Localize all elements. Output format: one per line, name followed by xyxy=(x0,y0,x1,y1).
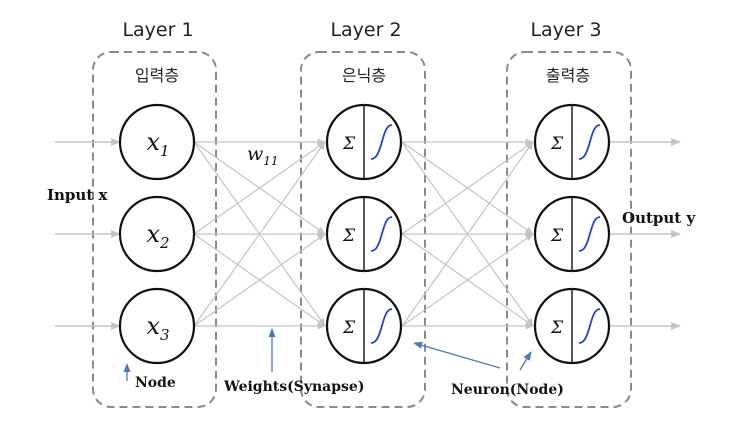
sigmoid-curve-icon xyxy=(578,124,601,160)
layer-1-title: Layer 1 xyxy=(122,19,193,41)
input-node-3: x3 xyxy=(118,287,196,365)
layer-1-subtitle: 입력층 xyxy=(135,66,179,85)
sum-symbol: Σ xyxy=(550,134,564,154)
connections-layer2-layer3 xyxy=(401,138,534,330)
layer-2-box xyxy=(300,51,426,408)
input-node-circle xyxy=(118,287,196,365)
input-node-var: x xyxy=(146,128,160,156)
input-node-var: x xyxy=(146,312,160,340)
output-label: Output y xyxy=(622,209,696,227)
svg-text:x2: x2 xyxy=(146,220,169,252)
layer-1-box xyxy=(92,51,217,408)
layer-3-subtitle: 출력층 xyxy=(546,66,590,85)
sigmoid-curve-icon xyxy=(370,308,393,344)
output-neuron-2: Σ xyxy=(533,195,611,273)
weight-label: w11 xyxy=(247,143,279,168)
input-node-sub: 1 xyxy=(160,142,170,160)
sigmoid-curve-icon xyxy=(578,308,601,344)
sigmoid-curve-icon xyxy=(578,216,601,252)
connection-2-1 xyxy=(193,141,326,235)
svg-text:x3: x3 xyxy=(146,312,169,344)
node-annotation: Node xyxy=(135,375,176,391)
sum-symbol: Σ xyxy=(550,226,564,246)
connection-h2-o1 xyxy=(401,141,534,235)
connection-h3-o1 xyxy=(401,141,534,327)
input-node-1: x1 xyxy=(118,103,196,181)
sum-symbol: Σ xyxy=(342,318,356,338)
input-node-sub: 3 xyxy=(160,326,170,344)
input-label: Input x xyxy=(47,186,108,204)
input-node-sub: 2 xyxy=(159,234,170,252)
weights-annotation: Weights(Synapse) xyxy=(223,379,364,395)
connection-3-2 xyxy=(193,233,326,327)
sigmoid-curve-icon xyxy=(370,216,393,252)
input-node-var: x xyxy=(146,220,160,248)
neuron-pointer-arrow-left xyxy=(413,341,501,369)
neuron-pointer-arrow-right xyxy=(519,351,532,371)
sum-symbol: Σ xyxy=(550,318,564,338)
connection-3-1 xyxy=(193,141,326,327)
layer-2-subtitle: 은닉층 xyxy=(342,66,386,85)
neuron-annotation: Neuron(Node) xyxy=(451,382,564,398)
svg-text:x1: x1 xyxy=(146,128,169,160)
layer-2-title: Layer 2 xyxy=(330,19,401,41)
connections-layer1-layer2 xyxy=(193,138,326,330)
sigmoid-curve-icon xyxy=(370,124,393,160)
hidden-neuron-2: Σ xyxy=(325,195,403,273)
sum-symbol: Σ xyxy=(342,134,356,154)
hidden-neuron-3: Σ xyxy=(325,287,403,365)
layer-3-box xyxy=(506,51,632,408)
weight-var: w xyxy=(247,143,263,165)
output-neuron-1: Σ xyxy=(533,103,611,181)
input-node-circle xyxy=(118,103,196,181)
hidden-neuron-1: Σ xyxy=(325,103,403,181)
output-neuron-3: Σ xyxy=(533,287,611,365)
sum-symbol: Σ xyxy=(342,226,356,246)
input-node-circle xyxy=(118,195,196,273)
input-node-2: x2 xyxy=(118,195,196,273)
weight-sub: 11 xyxy=(263,154,278,168)
layer-3-title: Layer 3 xyxy=(530,19,601,41)
connection-h3-o2 xyxy=(401,233,534,327)
